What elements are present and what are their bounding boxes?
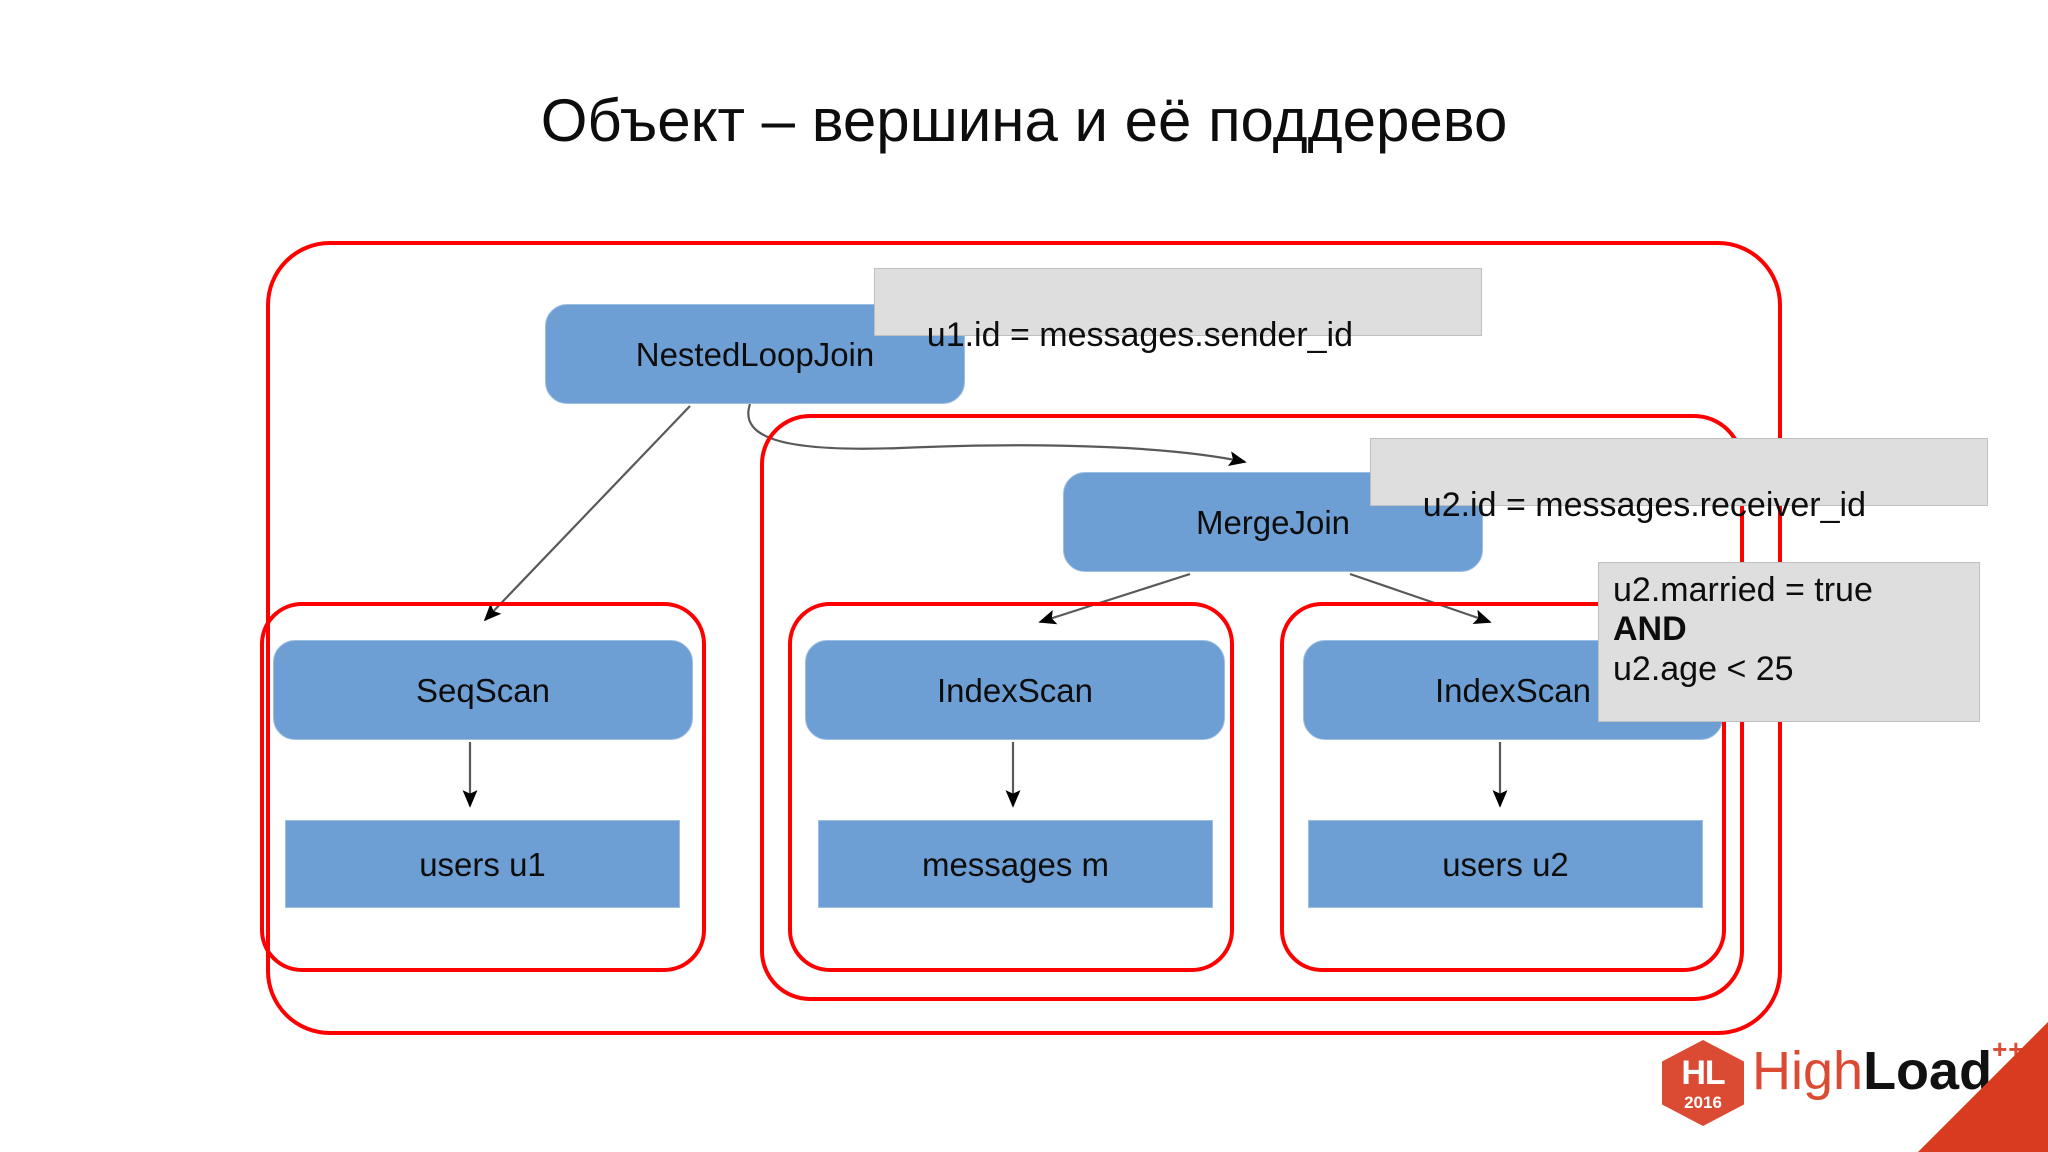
plan-node-table-users-u1[interactable]: users u1 xyxy=(285,820,680,908)
plan-node-label: SeqScan xyxy=(416,671,550,709)
plan-node-label: users u2 xyxy=(1442,845,1569,883)
callout-line: u2.id = messages.receiver_id xyxy=(1422,486,1866,525)
plan-node-label: IndexScan xyxy=(937,671,1093,709)
corner-accent-triangle xyxy=(1918,1022,2048,1152)
page-title: Объект – вершина и её поддерево xyxy=(540,87,1508,154)
callout-line: u2.married = true xyxy=(1613,571,1873,609)
edge-mergejoin-indexscan-m xyxy=(1038,572,1191,625)
plan-node-seqscan[interactable]: SeqScan xyxy=(273,640,693,740)
callout-join-condition-receiver: u2.id = messages.receiver_id xyxy=(1370,438,1988,524)
plan-node-table-users-u2[interactable]: users u2 xyxy=(1308,820,1703,908)
logo-hex-label: HL xyxy=(1681,1054,1725,1092)
plan-node-label: MergeJoin xyxy=(1195,503,1351,541)
callout-line: u1.id = messages.sender_id xyxy=(926,316,1354,355)
callout-line: u2.age < 25 xyxy=(1613,649,1794,688)
logo-word-high: High xyxy=(1752,1041,1864,1101)
edge-nestedloopjoin-mergejoin xyxy=(747,403,1247,466)
logo-hex-year: 2016 xyxy=(1684,1093,1722,1112)
hexagon-icon xyxy=(1662,1040,1744,1126)
edge-nestedloopjoin-seqscan xyxy=(483,405,691,622)
plan-node-label: NestedLoopJoin xyxy=(635,335,875,373)
callout-filter-condition: u2.married = true AND u2.age < 25 xyxy=(1598,562,1980,722)
plan-node-label: IndexScan xyxy=(1435,671,1591,709)
callout-join-condition-sender: u1.id = messages.sender_id xyxy=(874,268,1482,354)
plan-node-table-messages-m[interactable]: messages m xyxy=(818,820,1213,908)
callout-line-and: AND xyxy=(1613,610,1687,649)
subtree-outline-root xyxy=(266,241,1782,1035)
edge-mergejoin-indexscan-u2 xyxy=(1349,572,1492,624)
plan-node-label: messages m xyxy=(921,845,1110,883)
plan-node-label: users u1 xyxy=(419,845,546,883)
plan-node-indexscan-messages[interactable]: IndexScan xyxy=(805,640,1225,740)
